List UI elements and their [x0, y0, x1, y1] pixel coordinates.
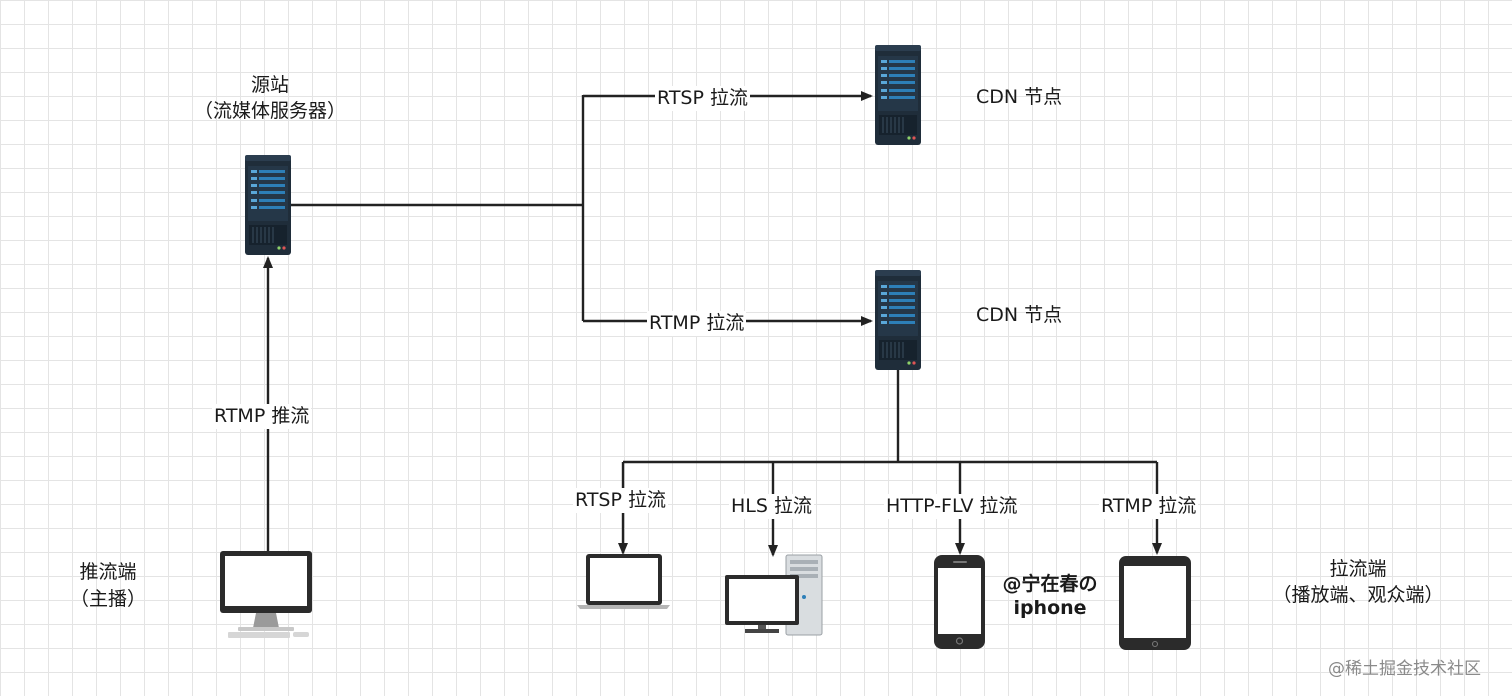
origin-server-title: 源站: [250, 74, 289, 96]
origin-server-icon[interactable]: [244, 154, 292, 256]
monitor-icon[interactable]: [220, 551, 312, 638]
puller-title: 拉流端: [1329, 558, 1387, 580]
cdn-node-top-label: CDN 节点: [976, 86, 1063, 108]
phone-note-line1: @宁在春の: [1002, 573, 1098, 595]
rtsp-pull-top-label: RTSP 拉流: [655, 86, 750, 111]
desktop-pc-icon[interactable]: [725, 554, 823, 636]
rtmp-push-label: RTMP 推流: [212, 404, 312, 429]
cdn-node-bottom-label: CDN 节点: [976, 304, 1063, 326]
tablet-icon[interactable]: [1119, 556, 1191, 650]
hls-pull-label: HLS 拉流: [729, 494, 814, 519]
rtmp-pull-top-label: RTMP 拉流: [647, 311, 747, 336]
laptop-icon[interactable]: [577, 554, 670, 609]
http-flv-pull-label: HTTP-FLV 拉流: [884, 494, 1020, 519]
pusher-subtitle: （主播）: [69, 588, 146, 610]
puller-subtitle: （播放端、观众端）: [1272, 584, 1444, 606]
rtsp-pull-label: RTSP 拉流: [573, 488, 668, 513]
watermark-text: @稀土掘金技术社区: [1328, 659, 1481, 679]
rtmp-pull-label: RTMP 拉流: [1099, 494, 1199, 519]
cdn-server-bottom-icon[interactable]: [874, 269, 922, 371]
pusher-title: 推流端: [79, 561, 137, 583]
phone-note-line2: iphone: [1013, 597, 1087, 619]
cdn-server-top-icon[interactable]: [874, 44, 922, 146]
origin-server-subtitle: （流媒体服务器）: [193, 100, 346, 122]
smartphone-icon[interactable]: [934, 555, 985, 649]
